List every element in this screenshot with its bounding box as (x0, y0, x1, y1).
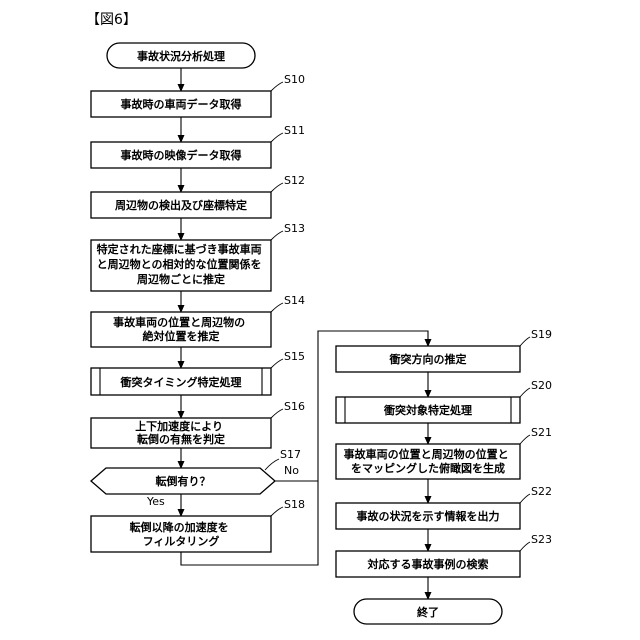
step-s13: 特定された座標に基づき事故車両 と周辺物との相対的な位置関係を 周辺物ごとに推定… (91, 222, 305, 291)
s19-leader (520, 337, 530, 346)
step-s23: 対応する事故事例の検索 S23 (336, 533, 552, 577)
start-text: 事故状況分析処理 (137, 49, 225, 63)
s12-step-label: S12 (284, 174, 305, 187)
s16-leader (271, 409, 283, 418)
s20-text: 衝突対象特定処理 (383, 403, 472, 417)
step-s12: 周辺物の検出及び座標特定 S12 (91, 174, 305, 218)
s20-step-label: S20 (531, 379, 552, 392)
s15-leader (271, 359, 283, 368)
step-s22: 事故の状況を示す情報を出力 S22 (336, 485, 552, 529)
s10-step-label: S10 (284, 73, 305, 86)
s19-step-label: S19 (531, 328, 552, 341)
s23-text: 対応する事故事例の検索 (367, 557, 489, 571)
s10-text: 事故時の車両データ取得 (121, 97, 242, 111)
figure-title: 【図6】 (86, 12, 137, 28)
s12-leader (271, 183, 283, 192)
step-s15: 衝突タイミング特定処理 S15 (91, 350, 305, 395)
start-terminator: 事故状況分析処理 (107, 43, 255, 68)
s14-step-label: S14 (284, 294, 305, 307)
s17-text: 転倒有り？ (156, 474, 211, 488)
s21-step-label: S21 (531, 426, 552, 439)
s15-step-label: S15 (284, 350, 305, 363)
s23-leader (520, 542, 530, 551)
s17-step-label: S17 (280, 448, 301, 461)
step-s14: 事故車両の位置と周辺物の 絶対位置を推定 S14 (91, 294, 305, 347)
step-s11: 事故時の映像データ取得 S11 (91, 124, 305, 168)
step-s19: 衝突方向の推定 S19 (336, 328, 552, 372)
end-terminator: 終了 (354, 599, 502, 624)
step-s10: 事故時の車両データ取得 S10 (91, 73, 305, 117)
step-s16: 上下加速度により 転倒の有無を判定 S16 (91, 400, 305, 448)
s16-text: 上下加速度により 転倒の有無を判定 (135, 419, 227, 446)
s18-leader (271, 507, 283, 516)
s12-text: 周辺物の検出及び座標特定 (115, 198, 247, 212)
s21-leader (520, 435, 530, 444)
end-text: 終了 (417, 605, 439, 619)
s17-leader (265, 459, 279, 470)
s14-leader (271, 303, 283, 312)
s22-leader (520, 494, 530, 503)
decision-s17: 転倒有り？ S17 No Yes (91, 448, 301, 508)
s23-step-label: S23 (531, 533, 552, 546)
s20-leader (520, 388, 530, 397)
s11-leader (271, 133, 283, 142)
s10-leader (271, 82, 283, 91)
s13-leader (271, 231, 283, 240)
s19-text: 衝突方向の推定 (389, 352, 467, 366)
s16-step-label: S16 (284, 400, 305, 413)
s13-step-label: S13 (284, 222, 305, 235)
s18-step-label: S18 (284, 498, 305, 511)
step-s21: 事故車両の位置と周辺物の位置と をマッピングした俯瞰図を生成 S21 (336, 426, 552, 479)
no-label: No (284, 464, 299, 477)
s15-text: 衝突タイミング特定処理 (120, 375, 242, 389)
step-s20: 衝突対象特定処理 S20 (336, 379, 552, 423)
s11-text: 事故時の映像データ取得 (121, 148, 242, 162)
s22-step-label: S22 (531, 485, 552, 498)
s11-step-label: S11 (284, 124, 305, 137)
s22-text: 事故の状況を示す情報を出力 (357, 509, 500, 523)
yes-label: Yes (146, 495, 165, 508)
step-s18: 転倒以降の加速度を フィルタリング S18 (91, 498, 305, 552)
